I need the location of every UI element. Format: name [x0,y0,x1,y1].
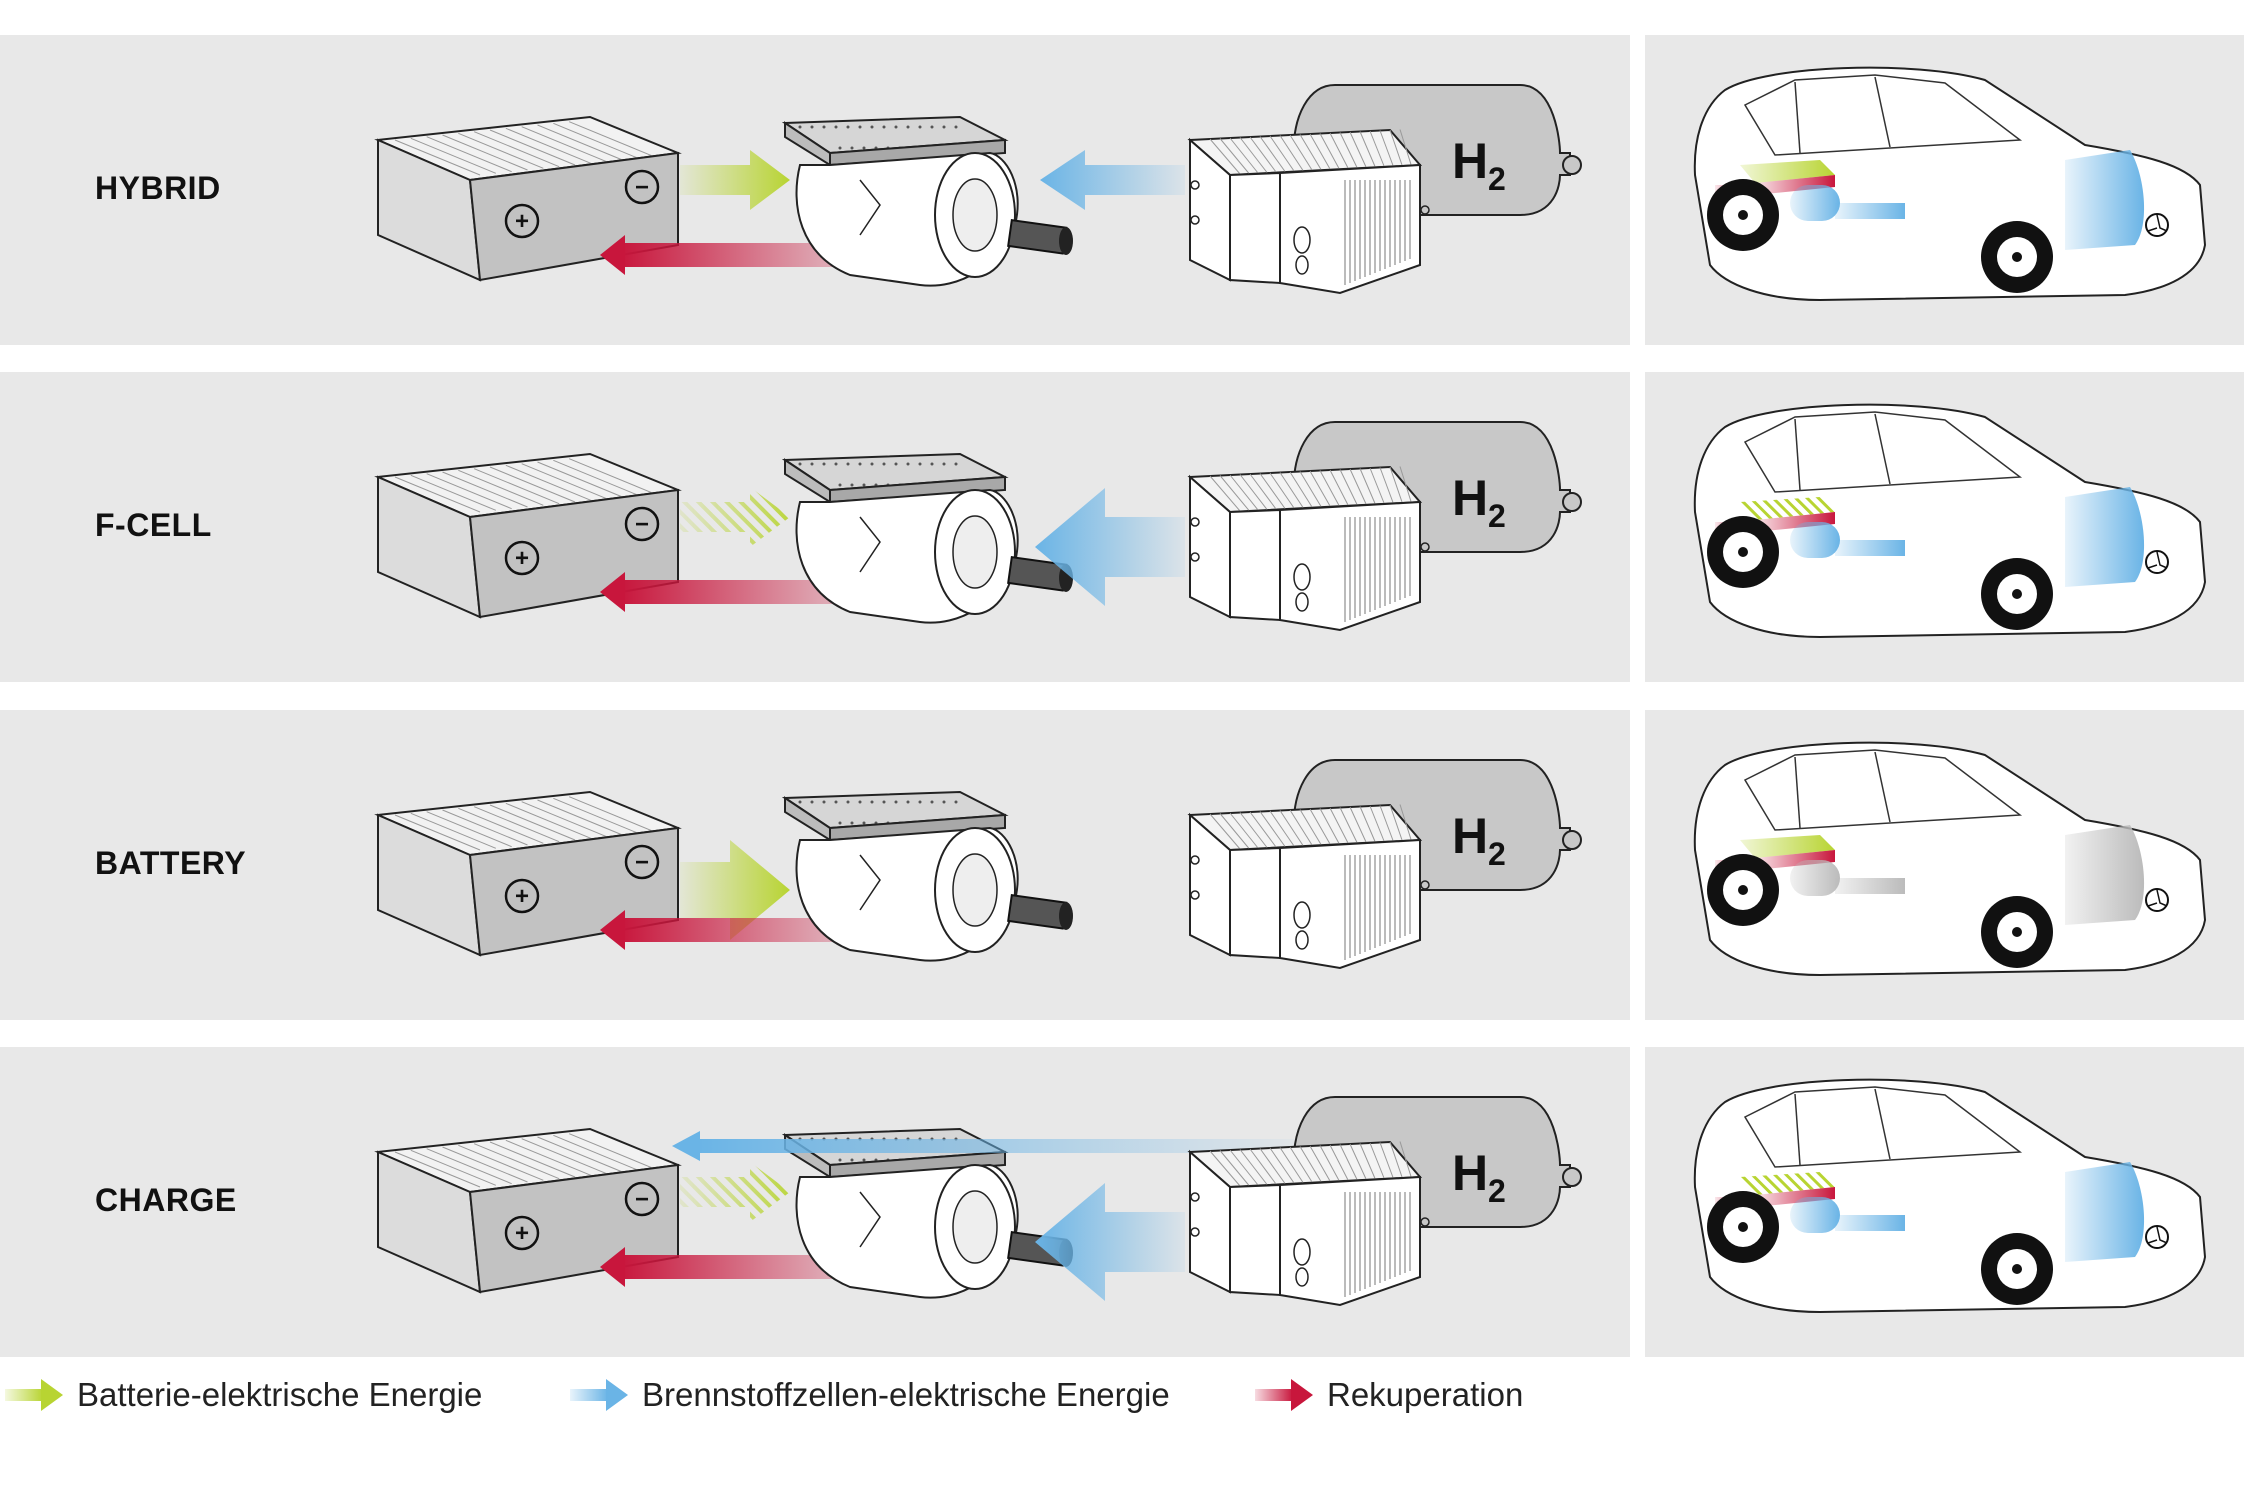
fuel-cell-stack [1187,803,1430,970]
mode-label: BATTERY [95,845,247,881]
fuelcell-energy-arrow [1040,150,1185,210]
blue-arrow-icon [570,1379,628,1411]
red-arrow-icon [1255,1379,1313,1411]
h2-subscript: 2 [1488,836,1506,872]
wheel-icon [1707,1191,1779,1263]
battery-pack: +− [374,452,682,619]
electric-motor [781,790,1073,962]
legend: Batterie-elektrische Energie Brennstoffz… [0,1370,1630,1420]
wheel-icon [1981,558,2053,630]
wheel-icon [1981,896,2053,968]
battery-energy-arrow [680,150,790,210]
electric-motor [781,452,1073,624]
minus-terminal-icon: − [635,511,649,538]
legend-label-recuperation: Rekuperation [1327,1376,1524,1413]
car-fuelcell [1790,150,2145,250]
plus-terminal-icon: + [515,208,529,235]
mode-label: HYBRID [95,170,221,206]
h2-label: H [1452,1145,1488,1201]
minus-terminal-icon: − [635,1186,649,1213]
fuel-cell-stack [1187,1140,1430,1307]
green-arrow-icon [5,1379,63,1411]
battery-energy-arrow [680,487,790,547]
plus-terminal-icon: + [515,545,529,572]
brand-emblem-icon [2145,1225,2169,1249]
h2-subscript: 2 [1488,1173,1506,1209]
brand-emblem-icon [2145,550,2169,574]
wheel-icon [1981,1233,2053,1305]
car-illustration [1693,403,2207,639]
battery-pack: +− [374,115,682,282]
plus-terminal-icon: + [515,883,529,910]
wheel-icon [1707,516,1779,588]
fuelcell-to-battery-arrow [672,1131,1295,1161]
fuelcell-energy-arrow [1035,488,1185,606]
h2-label: H [1452,133,1488,189]
h2-subscript: 2 [1488,498,1506,534]
minus-terminal-icon: − [635,174,649,201]
legend-item-battery: Batterie-elektrische Energie [5,1370,482,1420]
mode-label: F-CELL [95,507,212,543]
fuel-cell-stack [1187,128,1430,295]
car-fuelcell [1790,1162,2145,1262]
electric-motor [781,1127,1073,1299]
wheel-icon [1707,854,1779,926]
h2-label: H [1452,470,1488,526]
car-illustration [1693,66,2207,302]
legend-label-battery: Batterie-elektrische Energie [77,1376,483,1413]
plus-terminal-icon: + [515,1220,529,1247]
wheel-icon [1981,221,2053,293]
h2-subscript: 2 [1488,161,1506,197]
car-fuelcell [1790,487,2145,587]
h2-label: H [1452,808,1488,864]
battery-energy-arrow [680,1162,790,1222]
fuel-cell-stack [1187,465,1430,632]
electric-motor [781,115,1073,287]
legend-item-fuelcell: Brennstoffzellen-elektrische Energie [570,1370,1170,1420]
car-illustration [1693,1078,2207,1314]
mode-label: CHARGE [95,1182,237,1218]
legend-label-fuelcell: Brennstoffzellen-elektrische Energie [642,1376,1170,1413]
brand-emblem-icon [2145,213,2169,237]
battery-energy-arrow [680,840,790,940]
car-illustration [1693,741,2207,977]
wheel-icon [1707,179,1779,251]
minus-terminal-icon: − [635,849,649,876]
car-fuelcell [1790,825,2145,925]
fuelcell-energy-arrow [1035,1183,1185,1301]
brand-emblem-icon [2145,888,2169,912]
legend-item-recuperation: Rekuperation [1255,1370,1523,1420]
